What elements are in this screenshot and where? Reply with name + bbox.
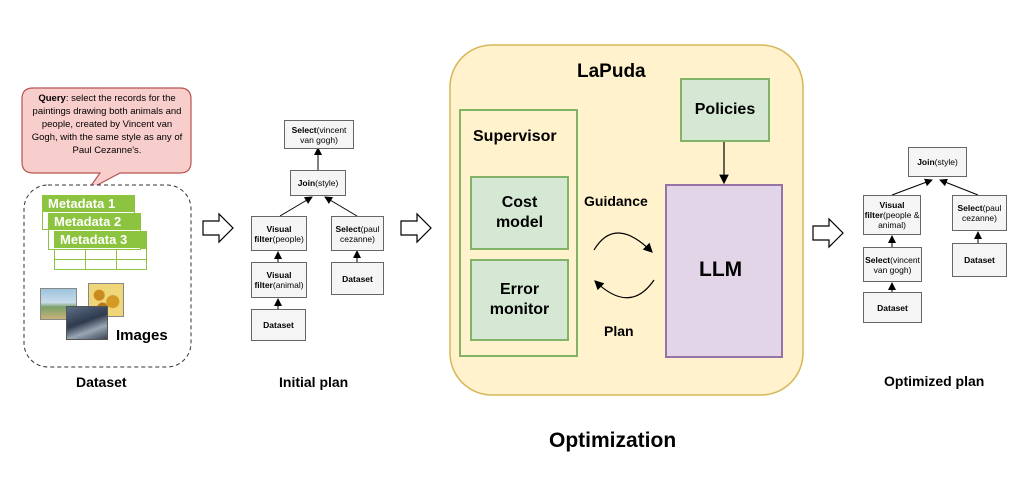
plan-arrow (594, 279, 655, 299)
cost-model-box: Cost model (470, 176, 569, 250)
llm-label: LLM (699, 258, 743, 281)
initial-plan-caption: Initial plan (279, 374, 349, 390)
supervisor-label: Supervisor (473, 128, 557, 145)
llm-box (665, 184, 783, 358)
error-monitor-box: Error monitor (470, 259, 569, 341)
metadata-label-3: Metadata 3 (54, 231, 147, 248)
initial-join-node: Join(style) (290, 170, 346, 196)
optimized-plan-edges (888, 178, 982, 292)
query-text: Query: select the records for the painti… (28, 92, 186, 157)
optimized-join-node: Join(style) (908, 147, 967, 177)
guidance-arrow (593, 232, 653, 253)
optimization-caption: Optimization (549, 429, 677, 452)
optimized-dataset-node-bottom: Dataset (863, 292, 922, 323)
query-callout-shape (21, 87, 192, 191)
initial-visual-filter-people-node: Visual filter(people) (251, 216, 307, 251)
optimized-visual-filter-node: Visual filter(people & animal) (863, 195, 921, 235)
metadata-label-1: Metadata 1 (42, 195, 135, 212)
query-body: : select the records for the paintings d… (31, 93, 183, 156)
flow-arrow-1 (202, 212, 234, 244)
initial-plan-edges (274, 147, 361, 309)
initial-dataset-node-bottom: Dataset (251, 309, 306, 341)
query-label: Query (38, 93, 66, 104)
images-label: Images (116, 327, 168, 344)
optimized-select-cezanne-node: Select(paul cezanne) (952, 195, 1007, 231)
guidance-label: Guidance (584, 193, 648, 209)
flow-arrow-3 (812, 217, 844, 249)
optimized-dataset-node-right: Dataset (952, 243, 1007, 277)
optimized-plan-caption: Optimized plan (884, 373, 985, 389)
policies-box: Policies (680, 78, 770, 142)
optimized-select-vangogh-node: Select(vincent van gogh) (863, 247, 922, 282)
initial-dataset-node-right: Dataset (331, 262, 384, 295)
flow-arrow-2 (400, 212, 432, 244)
metadata-label-2: Metadata 2 (48, 213, 141, 230)
dataset-caption: Dataset (76, 374, 127, 390)
plan-label: Plan (604, 323, 634, 339)
metadata-table-3 (54, 248, 147, 270)
lapuda-title: LaPuda (577, 61, 646, 82)
initial-select-cezanne-node: Select(paul cezanne) (331, 216, 384, 251)
initial-select-vangogh-node: Select(vincent van gogh) (284, 120, 354, 149)
painting-thumbnail-figure (66, 306, 108, 340)
initial-visual-filter-animal-node: Visual filter(animal) (251, 262, 307, 298)
